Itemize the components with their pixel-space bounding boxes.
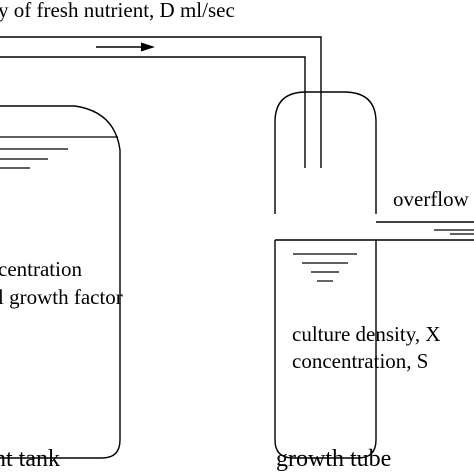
tank-label-line1: centration	[0, 257, 82, 281]
tank-label-line2: l growth factor	[0, 285, 123, 309]
tube-label-line1: culture density, X	[292, 322, 441, 346]
feed-pipe-outer-wall	[0, 36, 322, 168]
tube-label-line2: concentration, S	[292, 349, 428, 373]
tank-liquid-level-marks	[0, 136, 118, 169]
overflow-liquid-marks	[434, 229, 474, 235]
growth-tube-outline	[274, 91, 377, 214]
nutrient-tank-caption: nt tank	[0, 446, 60, 472]
overflow-label: overflow	[393, 187, 470, 211]
tube-liquid-level-marks	[293, 253, 357, 282]
flow-arrow-icon	[96, 42, 155, 52]
flow-rate-label: y of fresh nutrient, D ml/sec	[0, 0, 235, 22]
growth-tube-caption: growth tube	[276, 446, 391, 472]
growth-tube-lower-body	[274, 240, 377, 459]
nutrient-tank-outline	[0, 105, 121, 459]
feed-pipe-inner-wall	[0, 56, 306, 168]
